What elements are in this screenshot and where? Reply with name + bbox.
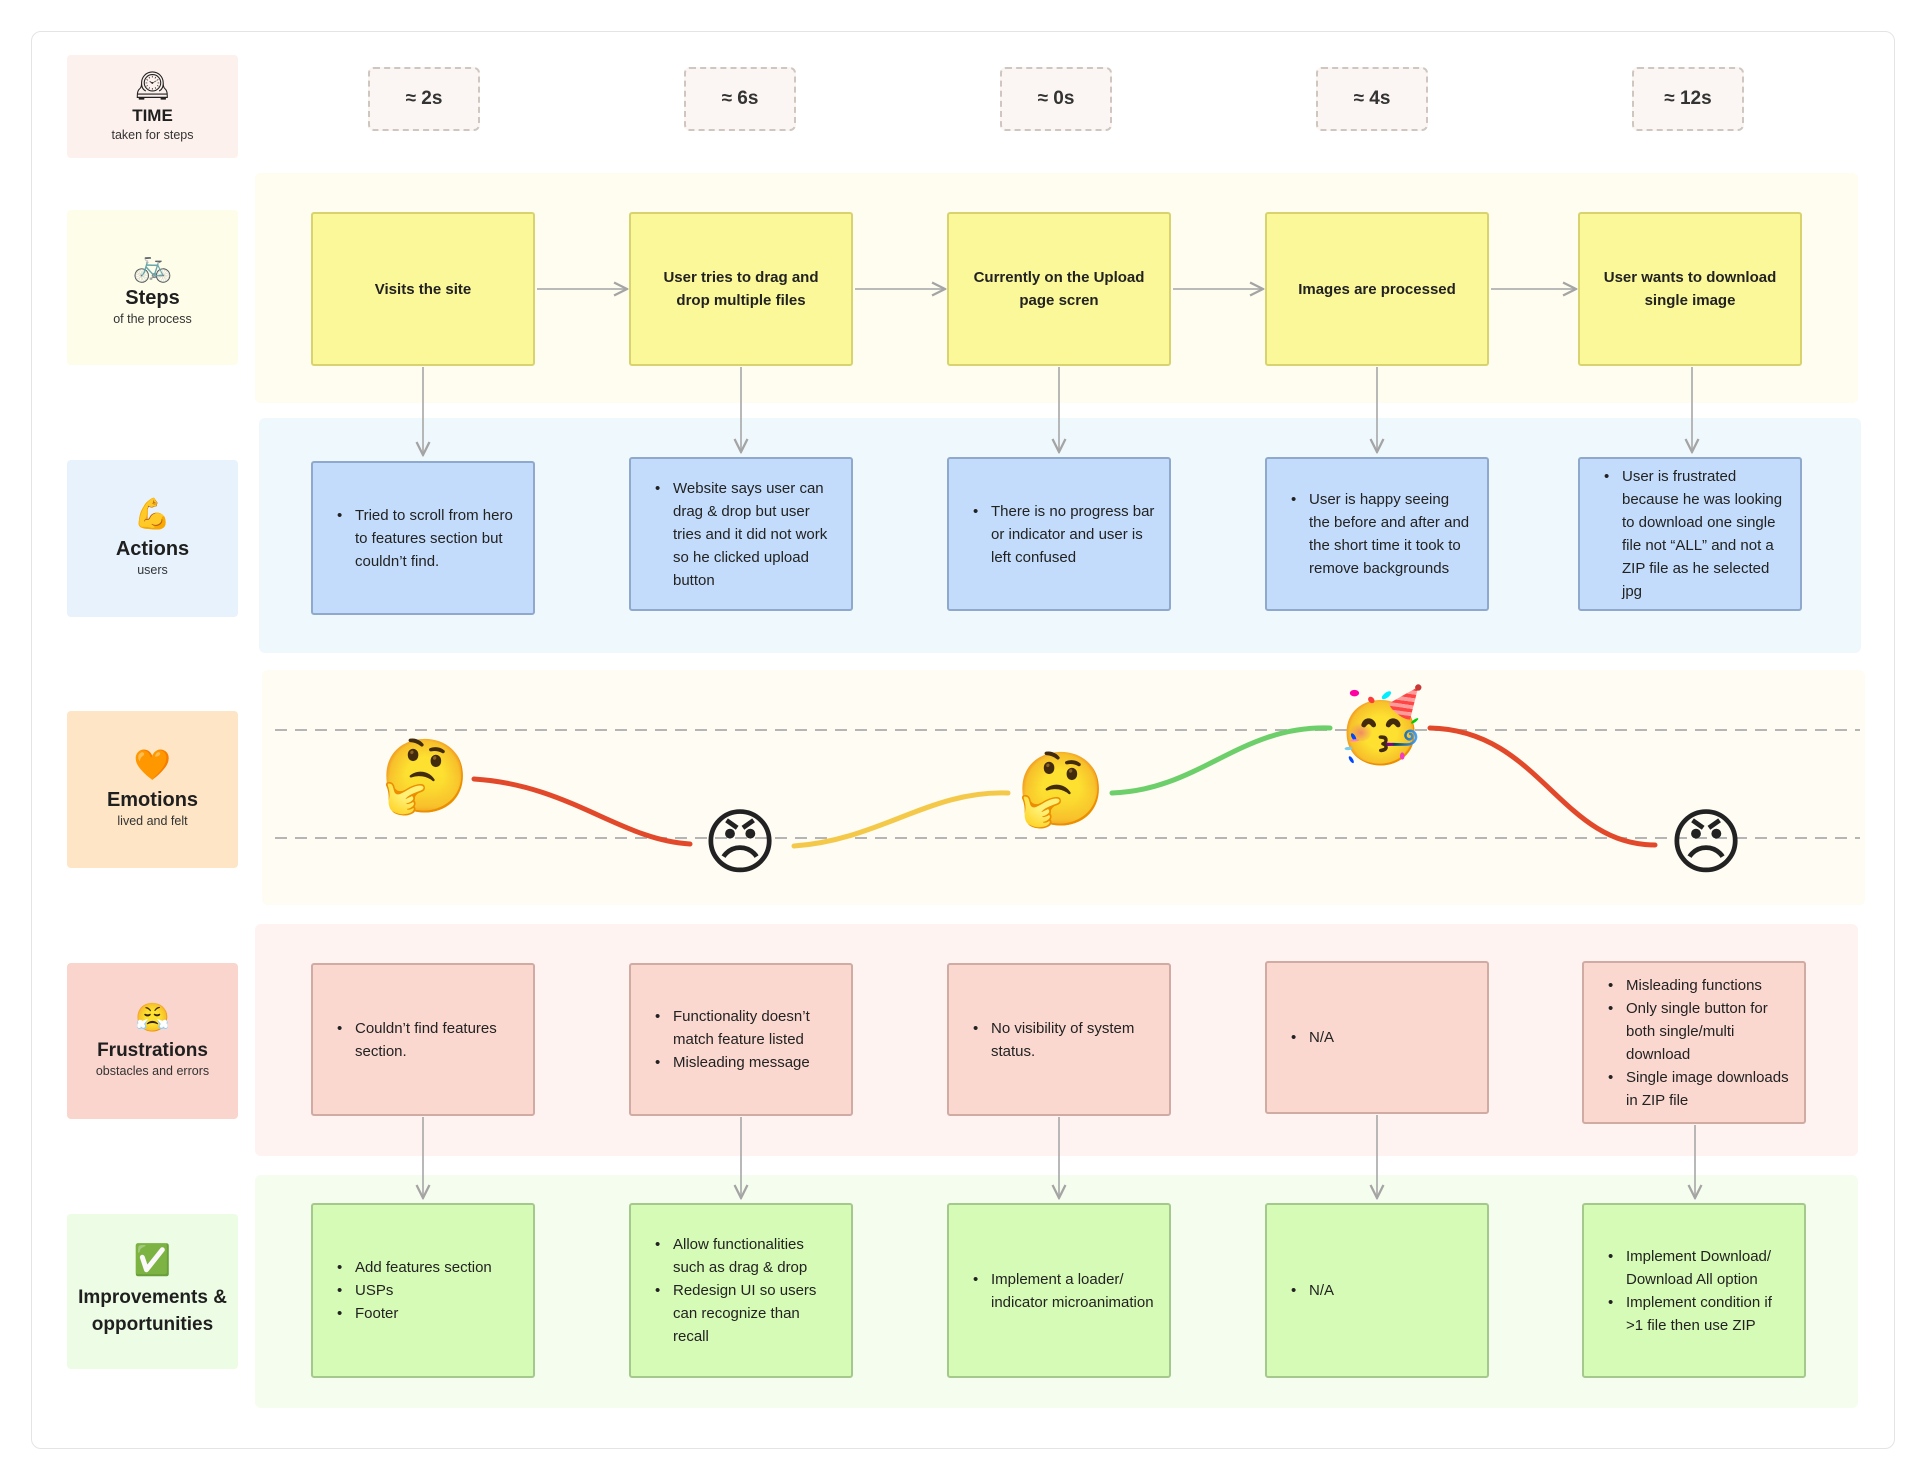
step-card: Images are processed (1265, 212, 1489, 366)
orange-heart-icon: 🧡 (133, 749, 172, 782)
list-item: Misleading message (655, 1051, 837, 1074)
list-item: Tried to scroll from hero to features se… (337, 504, 519, 573)
party-face-icon: 🥳 (1336, 683, 1426, 767)
thinking-face-icon: 🤔 (380, 734, 470, 818)
mantel-clock-icon: 🕰 (134, 69, 171, 101)
step-text: Visits the site (374, 280, 472, 298)
list-item: Add features section (337, 1256, 492, 1279)
action-list: Website says user can drag & drop but us… (653, 477, 837, 592)
list-item: There is no progress bar or indicator an… (973, 500, 1155, 569)
row-label-frustrations: 😤 Frustrations obstacles and errors (67, 963, 238, 1119)
angry-face-icon: 😠 (1668, 800, 1744, 884)
frustration-list: N/A (1289, 1026, 1334, 1049)
action-card: User is happy seeing the before and afte… (1265, 457, 1489, 611)
list-item: Footer (337, 1302, 492, 1325)
row-title-frustrations: Frustrations (97, 1040, 208, 1061)
list-item: Misleading functions (1608, 974, 1790, 997)
step-card: User wants to download single image (1578, 212, 1802, 366)
list-item: Functionality doesn’t match feature list… (655, 1005, 837, 1051)
time-box: ≈ 12s (1632, 67, 1744, 131)
list-item: N/A (1291, 1279, 1334, 1302)
step-card: User tries to drag and drop multiple fil… (629, 212, 853, 366)
frustration-card: Functionality doesn’t match feature list… (629, 963, 853, 1116)
row-title-emotions: Emotions (106, 789, 199, 811)
list-item: Implement condition if >1 file then use … (1608, 1291, 1790, 1337)
row-title-steps: Steps (125, 287, 180, 309)
list-item: Single image downloads in ZIP file (1608, 1066, 1790, 1112)
row-label-steps: 🚲 Steps of the process (67, 210, 238, 365)
time-box: ≈ 4s (1316, 67, 1428, 131)
list-item: USPs (337, 1279, 492, 1302)
improvement-list: Implement a loader/ indicator microanima… (971, 1268, 1155, 1314)
row-subtitle-time: taken for steps (111, 127, 194, 142)
improvement-card: Allow functionalities such as drag & dro… (629, 1203, 853, 1378)
angry-face-icon: 😠 (702, 800, 778, 884)
row-title-improvements: Improvements & opportunities (78, 1286, 227, 1335)
step-card: Visits the site (311, 212, 535, 366)
step-text: User tries to drag and drop multiple fil… (663, 269, 819, 309)
step-text: Currently on the Upload page scren (973, 269, 1145, 309)
row-title-actions: Actions (115, 538, 190, 560)
row-subtitle-steps: of the process (113, 312, 192, 326)
list-item: N/A (1291, 1026, 1334, 1049)
row-subtitle-emotions: lived and felt (117, 814, 188, 828)
frustration-card: No visibility of system status. (947, 963, 1171, 1116)
row-subtitle-actions: users (137, 563, 168, 577)
check-mark-icon: ✅ (133, 1243, 172, 1277)
frustration-list: Functionality doesn’t match feature list… (653, 1005, 837, 1074)
row-label-emotions: 🧡 Emotions lived and felt (67, 711, 238, 868)
row-subtitle-frustrations: obstacles and errors (95, 1064, 210, 1078)
list-item: Implement a loader/ indicator microanima… (973, 1268, 1155, 1314)
action-list: There is no progress bar or indicator an… (971, 500, 1155, 569)
list-item: User is happy seeing the before and afte… (1291, 488, 1473, 580)
list-item: No visibility of system status. (973, 1017, 1155, 1063)
action-card: Website says user can drag & drop but us… (629, 457, 853, 611)
improvement-card: Implement Download/ Download All option … (1582, 1203, 1806, 1378)
action-card: There is no progress bar or indicator an… (947, 457, 1171, 611)
step-card: Currently on the Upload page scren (947, 212, 1171, 366)
row-title-time: TIME (132, 105, 173, 125)
frustration-card: Misleading functions Only single button … (1582, 961, 1806, 1124)
bicycle-icon: 🚲 (132, 247, 173, 283)
list-item: Redesign UI so users can recognize than … (655, 1279, 837, 1348)
flexed-biceps-icon: 💪 (133, 498, 172, 531)
action-list: Tried to scroll from hero to features se… (335, 504, 519, 573)
thinking-face-icon: 🤔 (1016, 747, 1106, 831)
time-box: ≈ 6s (684, 67, 796, 131)
improvement-list: N/A (1289, 1279, 1334, 1302)
improvement-card: Add features section USPs Footer (311, 1203, 535, 1378)
frustration-card: Couldn’t find features section. (311, 963, 535, 1116)
step-text: User wants to download single image (1603, 269, 1777, 309)
list-item: User is frustrated because he was lookin… (1604, 465, 1786, 603)
action-card: User is frustrated because he was lookin… (1578, 457, 1802, 611)
list-item: Couldn’t find features section. (337, 1017, 519, 1063)
frustration-card: N/A (1265, 961, 1489, 1114)
action-list: User is frustrated because he was lookin… (1602, 465, 1786, 603)
time-box: ≈ 0s (1000, 67, 1112, 131)
list-item: Implement Download/ Download All option (1608, 1245, 1790, 1291)
frustration-list: No visibility of system status. (971, 1017, 1155, 1063)
row-label-actions: 💪 Actions users (67, 460, 238, 617)
improvement-list: Allow functionalities such as drag & dro… (653, 1233, 837, 1348)
list-item: Allow functionalities such as drag & dro… (655, 1233, 837, 1279)
frustration-list: Misleading functions Only single button … (1606, 974, 1790, 1112)
row-label-improvements: ✅ Improvements & opportunities (67, 1214, 238, 1369)
steaming-face-icon: 😤 (135, 1002, 170, 1033)
list-item: Only single button for both single/multi… (1608, 997, 1790, 1066)
time-box: ≈ 2s (368, 67, 480, 131)
frustration-list: Couldn’t find features section. (335, 1017, 519, 1063)
step-text: Images are processed (1298, 280, 1456, 298)
action-list: User is happy seeing the before and afte… (1289, 488, 1473, 580)
row-label-time: 🕰 TIME taken for steps (67, 55, 238, 158)
improvement-list: Add features section USPs Footer (335, 1256, 492, 1325)
improvement-list: Implement Download/ Download All option … (1606, 1245, 1790, 1337)
improvement-card: Implement a loader/ indicator microanima… (947, 1203, 1171, 1378)
list-item: Website says user can drag & drop but us… (655, 477, 837, 592)
action-card: Tried to scroll from hero to features se… (311, 461, 535, 615)
improvement-card: N/A (1265, 1203, 1489, 1378)
